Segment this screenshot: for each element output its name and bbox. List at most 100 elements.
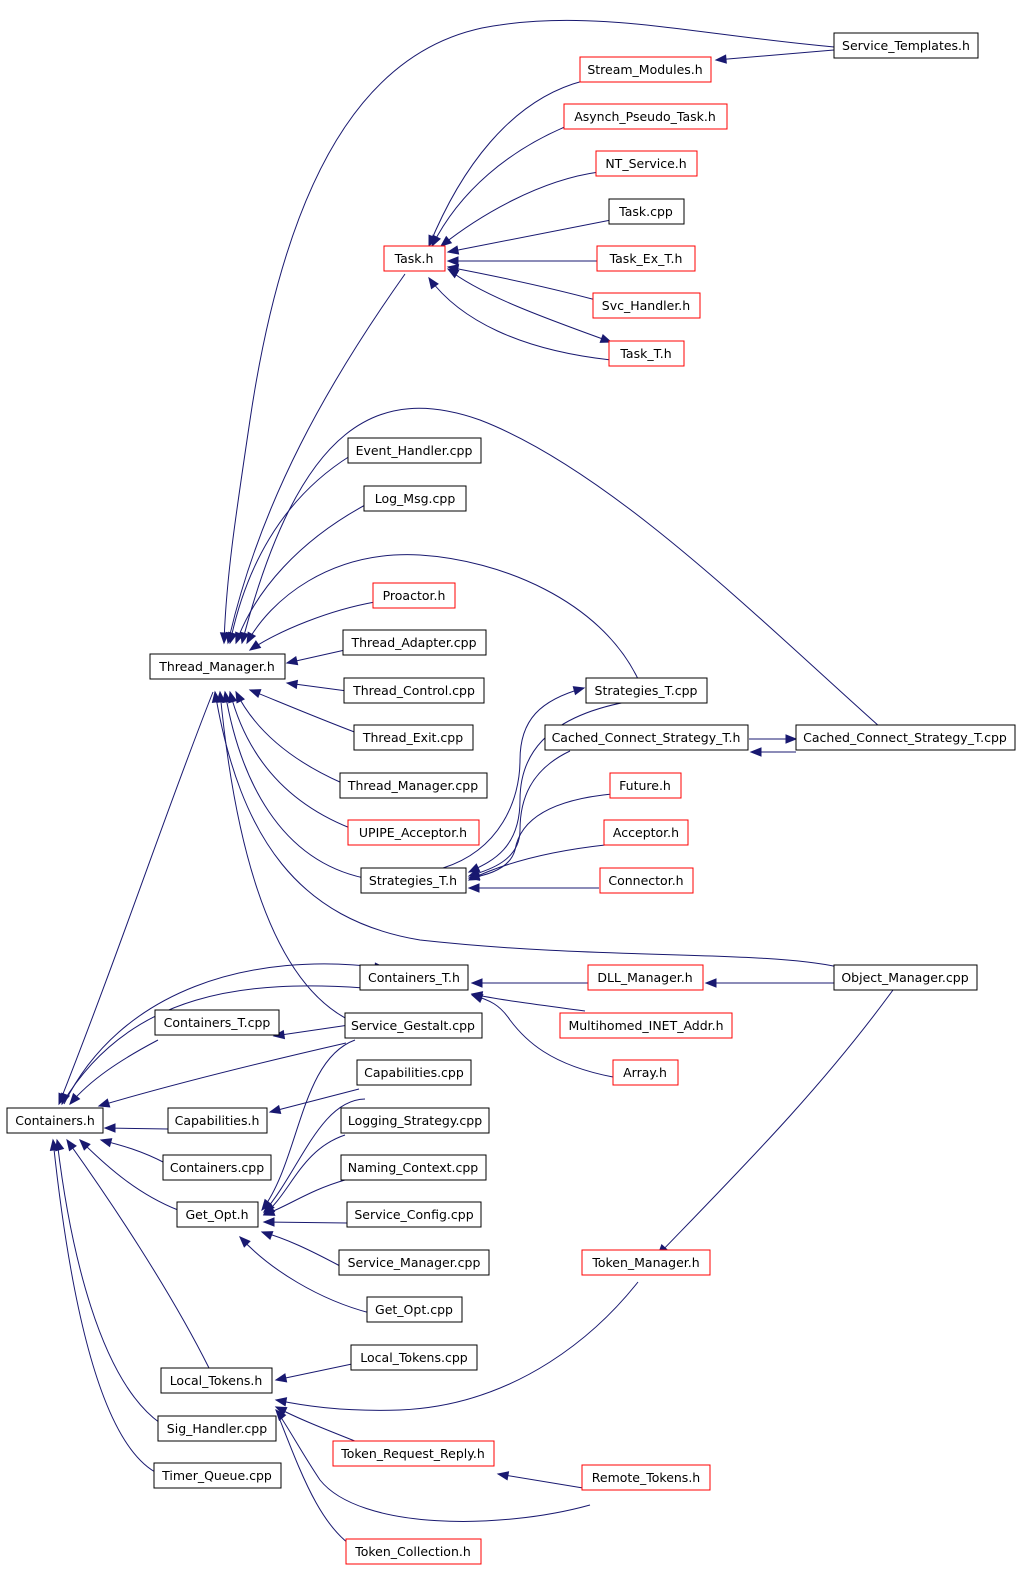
edge: [428, 277, 612, 361]
node-service-manager-cpp[interactable]: Service_Manager.cpp: [338, 1249, 490, 1276]
node-containers-h[interactable]: Containers.h: [6, 1107, 104, 1134]
arrowhead: [274, 1406, 288, 1416]
arrowhead: [446, 268, 460, 279]
node-containers-cpp[interactable]: Containers.cpp: [162, 1154, 272, 1181]
node-svc-handler-h[interactable]: Svc_Handler.h: [592, 292, 701, 319]
arrowhead: [446, 256, 459, 266]
edge: [447, 268, 612, 343]
node-thread-manager-h[interactable]: Thread_Manager.h: [149, 653, 286, 680]
node-local-tokens-h[interactable]: Local_Tokens.h: [160, 1367, 273, 1394]
arrowhead: [704, 978, 717, 988]
node-containers-t-cpp[interactable]: Containers_T.cpp: [154, 1009, 280, 1036]
node-multihomed-inet-addr-h[interactable]: Multihomed_INET_Addr.h: [559, 1012, 733, 1039]
node-remote-tokens-h[interactable]: Remote_Tokens.h: [581, 1464, 711, 1491]
arrowhead: [99, 1138, 113, 1148]
node-containers-t-h[interactable]: Containers_T.h: [359, 964, 469, 991]
arrowhead: [216, 690, 226, 703]
node-strategies-t-cpp[interactable]: Strategies_T.cpp: [585, 677, 708, 704]
edge: [239, 1236, 371, 1314]
node-dll-manager-h[interactable]: DLL_Manager.h: [587, 964, 704, 991]
node-nt-service-h[interactable]: NT_Service.h: [595, 150, 698, 177]
node-label: Multihomed_INET_Addr.h: [568, 1018, 723, 1033]
edge: [235, 503, 368, 644]
edge: [273, 1024, 350, 1037]
edges: [52, 19, 894, 1552]
node-token-collection-h[interactable]: Token_Collection.h: [345, 1538, 482, 1565]
node-upipe-acceptor-h[interactable]: UPIPE_Acceptor.h: [347, 819, 480, 846]
node-asynch-pseudo-task-h[interactable]: Asynch_Pseudo_Task.h: [563, 103, 728, 130]
node-task-ex-t-h[interactable]: Task_Ex_T.h: [596, 245, 696, 272]
edge: [261, 1039, 356, 1211]
arrowhead: [285, 656, 299, 666]
edge: [275, 1409, 361, 1552]
edge: [223, 19, 835, 644]
node-label: Cached_Connect_Strategy_T.cpp: [803, 730, 1007, 745]
node-capabilities-h[interactable]: Capabilities.h: [167, 1107, 268, 1134]
node-timer-queue-cpp[interactable]: Timer_Queue.cpp: [153, 1462, 282, 1489]
edge: [61, 985, 365, 1105]
node-label: Token_Request_Reply.h: [340, 1446, 485, 1461]
edge: [219, 691, 350, 1021]
node-stream-modules-h[interactable]: Stream_Modules.h: [579, 56, 712, 83]
node-object-manager-cpp[interactable]: Object_Manager.cpp: [833, 964, 978, 991]
node-thread-exit-cpp[interactable]: Thread_Exit.cpp: [353, 724, 474, 751]
node-thread-adapter-cpp[interactable]: Thread_Adapter.cpp: [342, 629, 487, 656]
node-label: Logging_Strategy.cpp: [348, 1113, 482, 1128]
node-strategies-t-h[interactable]: Strategies_T.h: [360, 867, 467, 894]
node-get-opt-cpp[interactable]: Get_Opt.cpp: [366, 1296, 463, 1323]
edge: [52, 1139, 156, 1473]
node-acceptor-h[interactable]: Acceptor.h: [603, 819, 689, 846]
node-array-h[interactable]: Array.h: [612, 1059, 679, 1086]
node-service-config-cpp[interactable]: Service_Config.cpp: [346, 1201, 482, 1228]
edge: [275, 1281, 639, 1411]
node-label: Task.cpp: [618, 204, 673, 219]
arrowhead: [785, 734, 798, 744]
node-task-cpp[interactable]: Task.cpp: [608, 198, 685, 225]
arrowhead: [235, 690, 245, 704]
node-service-gestalt-cpp[interactable]: Service_Gestalt.cpp: [344, 1012, 483, 1039]
arrowhead: [97, 1098, 111, 1108]
node-task-h[interactable]: Task.h: [383, 245, 446, 272]
arrowhead: [496, 1471, 510, 1481]
arrowhead: [428, 276, 439, 290]
node-sig-handler-cpp[interactable]: Sig_Handler.cpp: [157, 1415, 277, 1442]
arrowhead: [470, 978, 483, 988]
node-label: Containers_T.cpp: [164, 1015, 271, 1030]
node-label: Containers_T.h: [368, 970, 460, 985]
edge: [229, 691, 351, 829]
node-naming-context-cpp[interactable]: Naming_Context.cpp: [340, 1154, 487, 1181]
arrowhead: [228, 690, 238, 704]
edge: [471, 993, 586, 1012]
node-cached-connect-strategy-t-cpp[interactable]: Cached_Connect_Strategy_T.cpp: [795, 724, 1016, 751]
node-thread-control-cpp[interactable]: Thread_Control.cpp: [343, 677, 485, 704]
node-label: NT_Service.h: [605, 156, 686, 171]
node-label: Thread_Exit.cpp: [362, 730, 463, 745]
node-log-msg-cpp[interactable]: Log_Msg.cpp: [363, 485, 467, 512]
edge: [657, 989, 894, 1256]
node-task-t-h[interactable]: Task_T.h: [608, 340, 685, 367]
arrowhead: [285, 679, 299, 690]
node-proactor-h[interactable]: Proactor.h: [372, 582, 456, 609]
arrowhead: [262, 1217, 275, 1227]
node-future-h[interactable]: Future.h: [609, 772, 682, 799]
edge: [261, 1231, 341, 1267]
node-get-opt-h[interactable]: Get_Opt.h: [176, 1201, 259, 1228]
node-local-tokens-cpp[interactable]: Local_Tokens.cpp: [350, 1344, 478, 1371]
node-token-manager-h[interactable]: Token_Manager.h: [581, 1249, 711, 1276]
node-label: Asynch_Pseudo_Task.h: [574, 109, 716, 124]
node-cached-connect-strategy-t-h[interactable]: Cached_Connect_Strategy_T.h: [544, 724, 749, 751]
node-label: Proactor.h: [383, 588, 446, 603]
node-event-handler-cpp[interactable]: Event_Handler.cpp: [347, 437, 482, 464]
arrowhead: [228, 631, 238, 645]
edge: [224, 691, 365, 879]
node-service-templates-h[interactable]: Service_Templates.h: [833, 32, 979, 59]
node-token-request-reply-h[interactable]: Token_Request_Reply.h: [332, 1440, 495, 1467]
node-thread-manager-cpp[interactable]: Thread_Manager.cpp: [339, 772, 488, 799]
node-label: Service_Manager.cpp: [348, 1255, 481, 1270]
node-connector-h[interactable]: Connector.h: [599, 867, 694, 894]
edge: [263, 1134, 346, 1215]
node-label: Local_Tokens.h: [170, 1373, 263, 1388]
edge: [442, 687, 585, 869]
node-capabilities-cpp[interactable]: Capabilities.cpp: [356, 1059, 472, 1086]
node-logging-strategy-cpp[interactable]: Logging_Strategy.cpp: [340, 1107, 490, 1134]
